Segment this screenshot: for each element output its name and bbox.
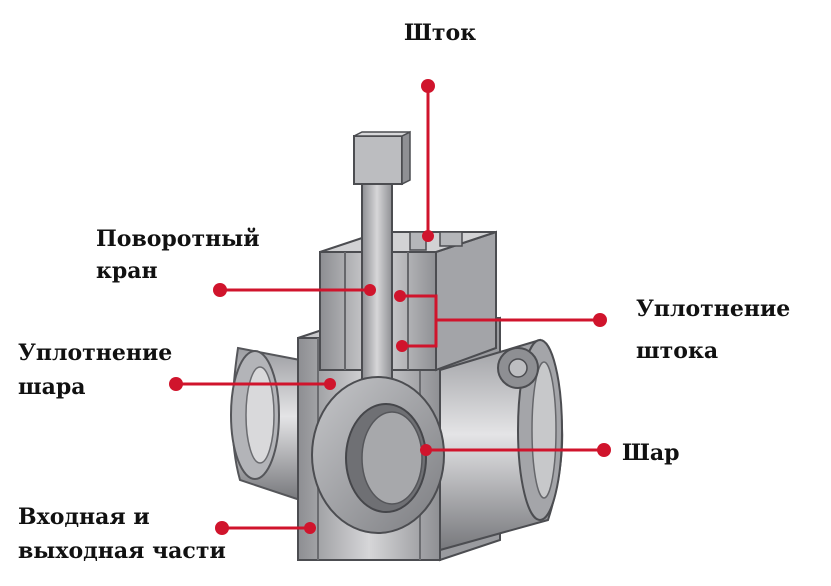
label-body-line1: Входная и	[18, 504, 150, 530]
label-stem: Шток	[404, 20, 477, 46]
bonnet-block	[319, 230, 497, 372]
ball	[311, 376, 445, 534]
label-body-line2: выходная части	[18, 538, 226, 564]
dot-rotary-outer	[213, 283, 227, 297]
label-ball: Шар	[622, 440, 680, 466]
dot-ball-outer	[597, 443, 611, 457]
leader-dots	[169, 79, 611, 535]
dot-body-inner	[304, 522, 316, 534]
dot-ball-seal-inner	[324, 378, 336, 390]
dot-rotary-inner	[364, 284, 376, 296]
inlet-pipe	[230, 346, 301, 502]
dot-stem-seal-a	[394, 290, 406, 302]
label-ball-seal-line1: Уплотнение	[18, 340, 173, 366]
label-stem-seal-line1: Уплотнение	[636, 296, 791, 322]
dot-ball-seal-outer	[169, 377, 183, 391]
label-stem-seal-line2: штока	[636, 338, 719, 364]
leader-lines	[176, 86, 604, 530]
outlet-pipe	[439, 338, 564, 552]
label-rotary-line1: Поворотный	[96, 226, 260, 252]
dot-stem-outer	[421, 79, 435, 93]
dot-stem-seal-outer	[593, 313, 607, 327]
label-ball-seal-line2: шара	[18, 374, 86, 400]
label-rotary-line2: кран	[96, 258, 158, 284]
dot-stem-seal-b	[396, 340, 408, 352]
dot-stem-inner	[422, 230, 434, 242]
dot-body-outer	[215, 521, 229, 535]
dot-ball-inner	[420, 444, 432, 456]
